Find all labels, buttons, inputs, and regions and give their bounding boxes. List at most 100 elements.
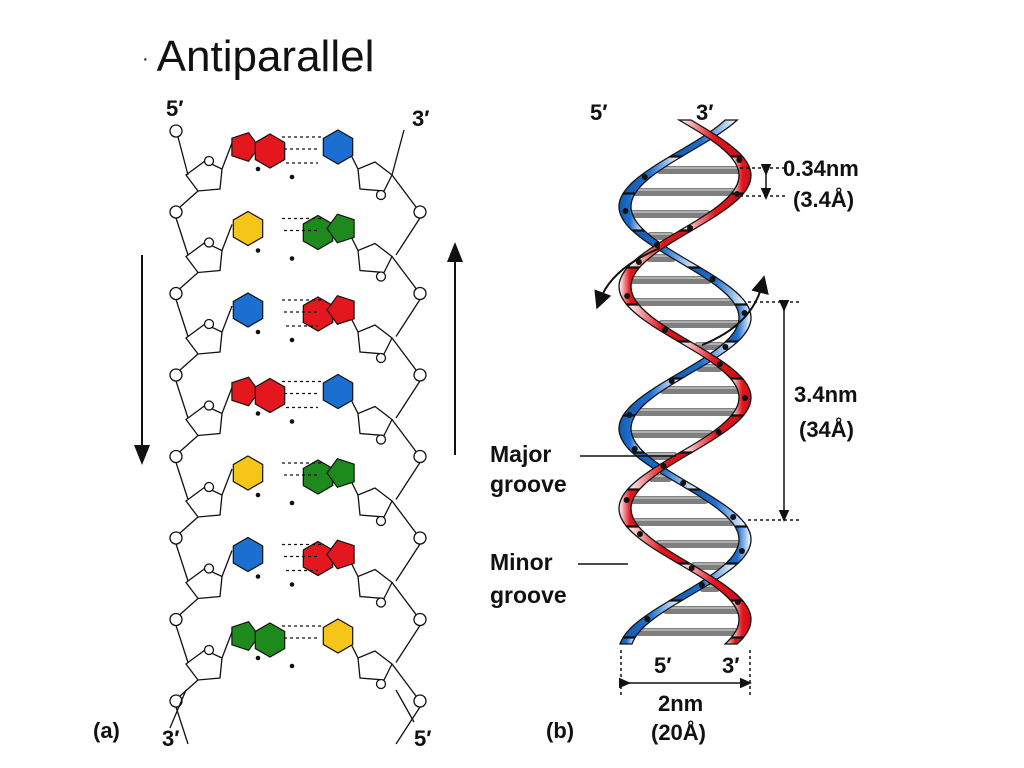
right-5prime-tail: [395, 689, 415, 723]
right-bond: [391, 129, 405, 176]
phosphate-dot: [734, 191, 740, 197]
left-purine-ring5: [231, 131, 260, 163]
major-groove-label-2: groove: [490, 471, 567, 497]
right-pyrimidine-ring: [322, 618, 354, 654]
base-pair-group: [231, 129, 355, 669]
left-sugar: [185, 567, 223, 600]
phosphate-dot: [680, 480, 687, 486]
helix-strand-blue: [631, 230, 702, 268]
helix-strand-red: [676, 119, 744, 157]
right-bond: [391, 663, 417, 697]
right-bond: [391, 419, 417, 452]
rotation-arrow-left: [594, 247, 661, 310]
left-sugar-oxygen: [203, 237, 215, 248]
left-bond: [175, 462, 189, 500]
atom-dot: [255, 329, 261, 335]
title-bullet: ·: [142, 47, 149, 70]
atom-dot: [255, 248, 261, 253]
left-purine-ring6: [254, 622, 286, 658]
left-sugar: [185, 323, 223, 355]
helix-strand-blue: [618, 193, 646, 231]
atom-dot: [289, 663, 295, 669]
left-pyrimidine-ring: [232, 536, 264, 573]
left-bond: [175, 543, 189, 582]
pitch-dimension: [748, 300, 802, 522]
left-bond: [175, 706, 189, 745]
panel-b-label: (b): [546, 718, 574, 743]
helix-strand-red: [729, 600, 752, 638]
left-glycosidic-bond: [221, 305, 233, 333]
right-bond: [395, 706, 421, 745]
left-bond: [179, 353, 199, 371]
phosphate-dot: [624, 293, 631, 299]
minor-groove-label-1: Minor: [490, 549, 553, 575]
helix-strand-blue: [622, 378, 684, 416]
helix-strand-red: [676, 563, 744, 601]
phosphate-dot: [688, 565, 695, 571]
pitch-angstrom-label: (34Å): [799, 416, 854, 442]
right-purine-ring5: [326, 539, 355, 570]
atom-dot: [255, 492, 261, 498]
helix-strand-red: [678, 415, 745, 453]
panel-a-top-left-label: 5′: [166, 96, 184, 121]
left-bond: [175, 625, 189, 663]
left-sugar-oxygen: [203, 400, 215, 411]
panel-a-label: (a): [93, 718, 120, 743]
right-bond: [395, 625, 421, 663]
title-text: Antiparallel: [156, 32, 375, 81]
right-pyrimidine-ring: [322, 373, 354, 410]
left-glycosidic-bond: [221, 142, 233, 170]
right-sugar: [357, 161, 393, 192]
phosphate-dot: [736, 157, 743, 163]
left-purine-ring6: [254, 133, 286, 169]
right-bond: [395, 462, 421, 500]
right-sugar: [357, 568, 393, 600]
right-pyrimidine-ring: [322, 129, 354, 165]
right-sugar-oxygen: [375, 189, 387, 201]
atom-dot: [289, 174, 295, 180]
right-purine-ring5: [326, 457, 355, 489]
left-bond: [175, 380, 189, 419]
atom-dot: [289, 500, 295, 506]
panel-a-bottom-right-label: 5′: [414, 726, 432, 751]
left-sugar: [185, 649, 223, 681]
panel-b-top-left-label: 5′: [590, 100, 608, 125]
right-sugar: [357, 650, 393, 681]
panel-a-bottom-left-label: 3′: [162, 726, 180, 751]
phosphate-dot: [717, 361, 723, 367]
helix-strand-red: [625, 304, 692, 342]
right-bond: [395, 217, 421, 256]
major-groove-label-1: Major: [490, 441, 551, 467]
panel-a-top-right-label: 3′: [412, 106, 430, 131]
left-bond: [179, 435, 199, 452]
left-sugar-oxygen: [203, 481, 215, 493]
phosphate-dot: [644, 616, 651, 622]
panel-b-top-right-label: 3′: [696, 100, 714, 125]
phosphate-dot: [715, 429, 722, 435]
helix-strand-red: [618, 267, 641, 305]
atom-dot: [289, 337, 295, 343]
helix-phosphate-dots: [622, 157, 748, 622]
left-bond: [179, 598, 199, 615]
right-bond: [395, 543, 421, 582]
right-sugar: [357, 487, 393, 518]
rise-dimension: [740, 164, 785, 200]
right-sugar-oxygen: [375, 678, 387, 690]
atom-dot: [255, 574, 261, 579]
left-sugar-oxygen: [203, 563, 215, 574]
left-glycosidic-bond: [221, 224, 233, 251]
phosphate-dot: [662, 327, 668, 333]
left-glycosidic-bond: [221, 387, 233, 414]
left-glycosidic-bond: [221, 631, 233, 659]
right-bond: [395, 380, 421, 419]
phosphate-dot: [654, 242, 661, 248]
atom-dot: [255, 655, 261, 661]
helix-strand-red: [723, 637, 745, 645]
phosphate-dot: [641, 174, 648, 180]
pitch-label: 3.4nm: [794, 382, 858, 407]
width-label: 2nm: [658, 691, 703, 716]
right-bond: [395, 299, 421, 337]
right-sugar-oxygen: [375, 515, 387, 527]
helix-strand-blue: [724, 526, 752, 564]
